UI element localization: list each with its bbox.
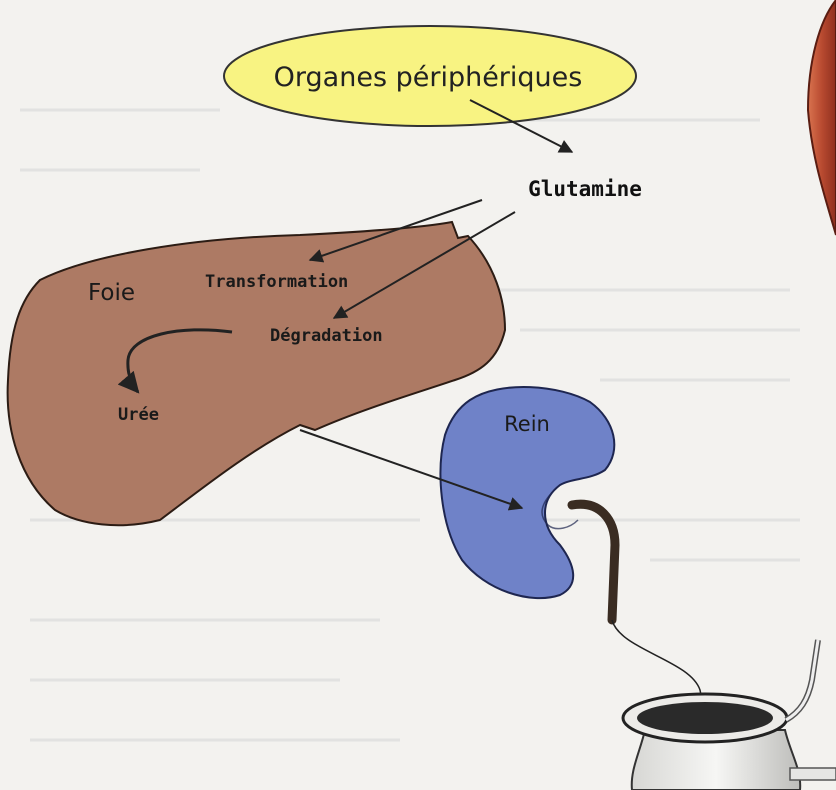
peripheral-organs-label: Organes périphériques xyxy=(274,62,583,93)
muscle-shape xyxy=(808,0,836,235)
transformation-label: Transformation xyxy=(205,272,348,292)
degradation-label: Dégradation xyxy=(270,326,383,346)
liver-label: Foie xyxy=(88,280,135,306)
ureter-tube xyxy=(572,504,615,620)
urea-label: Urée xyxy=(118,405,159,425)
glutamine-label: Glutamine xyxy=(528,177,642,201)
liver-shape xyxy=(8,222,505,525)
chamber-pot xyxy=(623,640,836,790)
kidney-label: Rein xyxy=(504,412,550,436)
